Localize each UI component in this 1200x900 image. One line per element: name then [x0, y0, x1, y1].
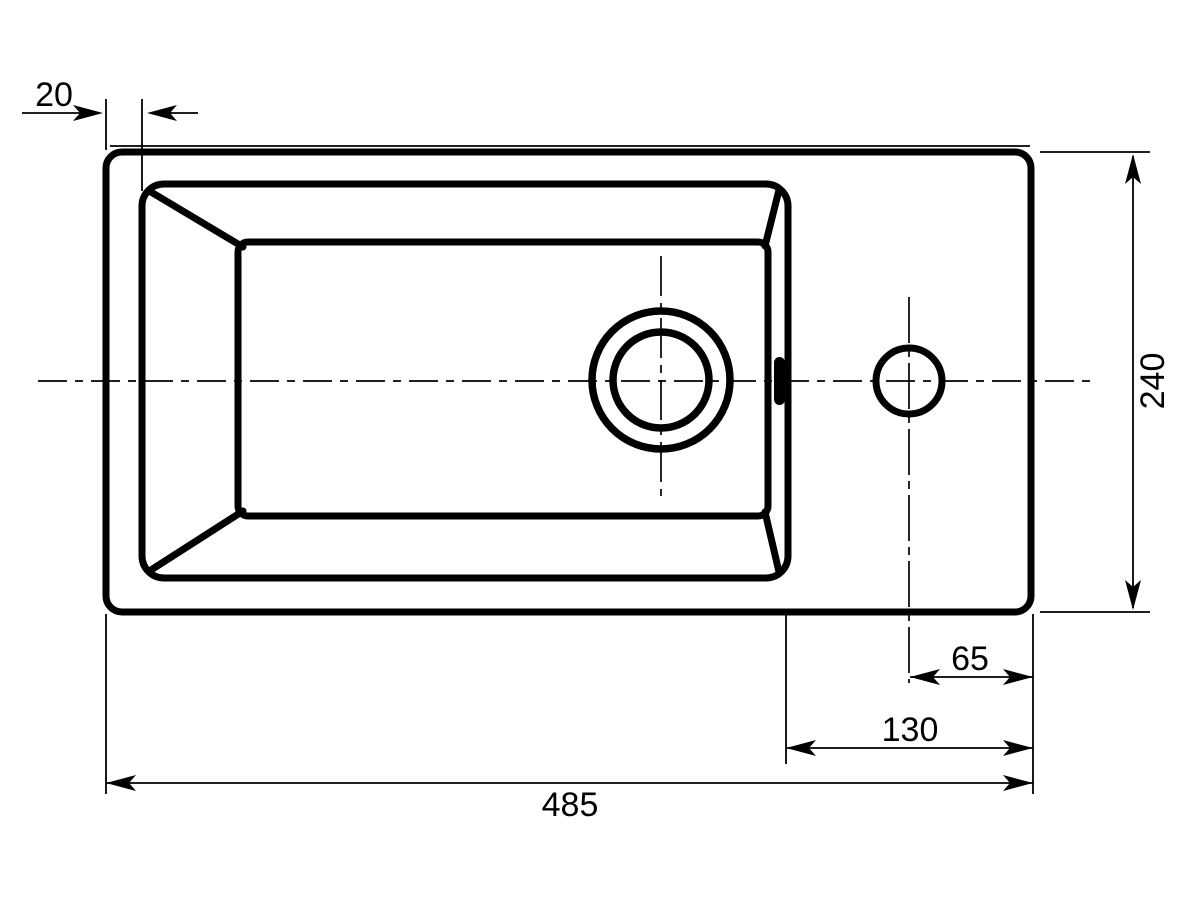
arrowhead-right	[1003, 740, 1033, 756]
centerlines	[38, 256, 1096, 683]
arrowhead-down	[1125, 580, 1141, 610]
arrowhead-left	[106, 775, 136, 791]
dimension-label-tap-to-right-edge: 65	[951, 640, 989, 678]
basin-slope-edges	[147, 186, 783, 576]
dimension-rim-offset: 20	[22, 76, 198, 191]
arrowhead-left	[910, 669, 940, 685]
arrowhead-right	[1003, 669, 1033, 685]
sink-outline	[102, 148, 1035, 616]
dimension-label-tap-to-basin-edge: 130	[882, 711, 939, 749]
dimension-tap-to-basin-edge: 130	[785, 614, 1033, 764]
dimension-label-overall-width: 485	[542, 786, 599, 824]
arrowhead-left	[147, 105, 177, 121]
basin-bottom	[234, 238, 772, 520]
arrowhead-left	[786, 740, 816, 756]
overflow-slot	[774, 357, 785, 405]
dimension-overall-depth: 240	[1040, 151, 1172, 613]
dimension-label-overall-depth: 240	[1134, 353, 1172, 410]
arrowhead-up	[1125, 154, 1141, 184]
dimension-overall-width: 485	[105, 614, 1034, 824]
dimension-tap-to-right-edge: 65	[910, 640, 1033, 685]
arrowhead-right	[1003, 775, 1033, 791]
arrowhead-right	[73, 105, 103, 121]
dimension-label-rim-offset: 20	[35, 76, 73, 114]
sink-body	[102, 145, 1035, 616]
